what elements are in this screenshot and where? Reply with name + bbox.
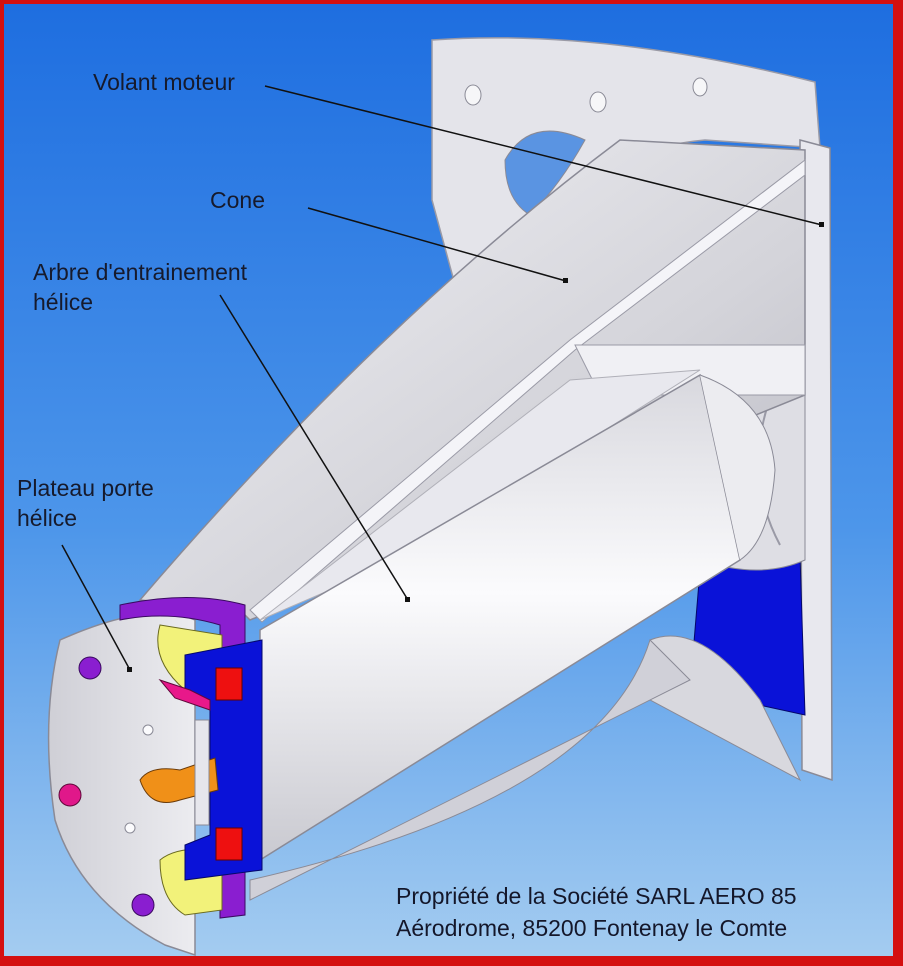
leader-dot-cone (563, 278, 568, 283)
label-cone: Cone (210, 187, 265, 213)
leader-arbre (219, 294, 409, 601)
leader-dot-arbre (405, 597, 410, 602)
magenta-pin (158, 678, 211, 711)
plate-bolt-purple (78, 656, 102, 680)
copyright-line2: Aérodrome, 85200 Fontenay le Comte (396, 915, 788, 941)
red-insert-upper (215, 667, 243, 701)
cone-cut-edge (249, 158, 806, 623)
flange-cutout (504, 130, 586, 216)
label-plateau-line1: Plateau porte (17, 475, 154, 501)
leader-cone (307, 207, 567, 282)
copyright-line1: Propriété de la Société SARL AERO 85 (396, 883, 797, 909)
label-arbre-line1: Arbre d'entrainement (33, 259, 248, 285)
lower-bracket (649, 635, 802, 782)
cone-body (138, 139, 806, 621)
plate-hole (142, 724, 154, 736)
leader-plateau (61, 544, 131, 671)
label-volant-moteur: Volant moteur (93, 69, 235, 95)
red-insert-lower (215, 827, 243, 861)
plate-bolt-purple (131, 893, 155, 917)
leader-dot-plateau (127, 667, 132, 672)
leader-dot-volant (819, 222, 824, 227)
label-plateau-line2: hélice (17, 505, 78, 531)
flange-hole (692, 77, 708, 97)
cone-lower-skirt (249, 639, 691, 901)
plate-bolt-magenta (58, 783, 82, 807)
flange-hole (464, 84, 482, 106)
plate-spacer (194, 719, 210, 826)
label-arbre-line2: hélice (33, 289, 94, 315)
plate-hole (124, 822, 136, 834)
leader-volant-moteur (264, 85, 823, 226)
flange-hole (589, 91, 607, 113)
shaft-end (699, 374, 776, 561)
